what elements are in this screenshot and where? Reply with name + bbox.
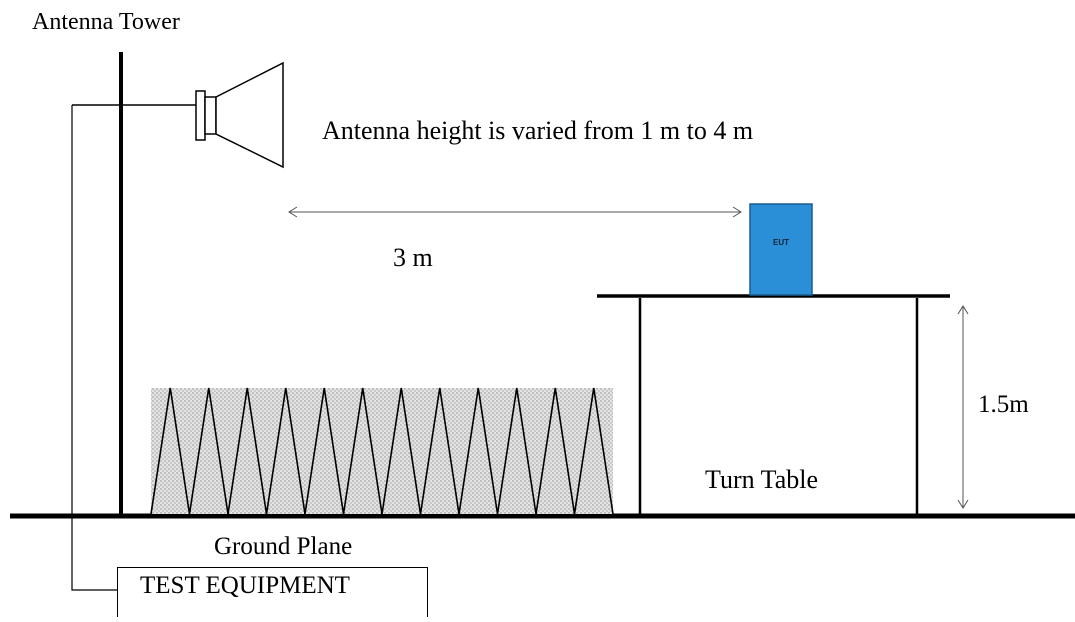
absorber-cone	[150, 387, 191, 515]
absorber-cone	[265, 387, 306, 515]
horn-antenna-icon	[195, 61, 284, 169]
table-height-arrow	[957, 305, 969, 509]
absorber-cone	[496, 387, 537, 515]
absorber-cone	[419, 387, 460, 515]
eut-box	[749, 203, 813, 296]
test-equipment-box	[117, 567, 428, 617]
cable-to-test-equipment	[71, 105, 117, 591]
absorber-cone	[342, 387, 383, 515]
turn-table	[597, 294, 950, 516]
test-equipment-label: TEST EQUIPMENT	[140, 572, 350, 599]
turn-table-label: Turn Table	[705, 465, 819, 494]
distance-arrow	[288, 206, 742, 218]
absorber-cone	[381, 387, 422, 515]
absorber-cone	[188, 387, 229, 515]
absorber-fill	[151, 388, 613, 514]
absorber-cone	[304, 387, 345, 515]
absorber-cone	[573, 387, 614, 515]
absorber-cone	[227, 387, 268, 515]
absorber-cone	[535, 387, 576, 515]
distance-label: 3 m	[393, 243, 433, 272]
antenna-height-note: Antenna height is varied from 1 m to 4 m	[322, 116, 754, 145]
table-height-label: 1.5m	[978, 391, 1029, 418]
ground-plane-label: Ground Plane	[214, 533, 353, 560]
absorber-cone	[458, 387, 499, 515]
absorber-cones	[150, 387, 614, 515]
eut-label: EUT	[773, 238, 789, 247]
antenna-tower-label: Antenna Tower	[32, 9, 180, 35]
